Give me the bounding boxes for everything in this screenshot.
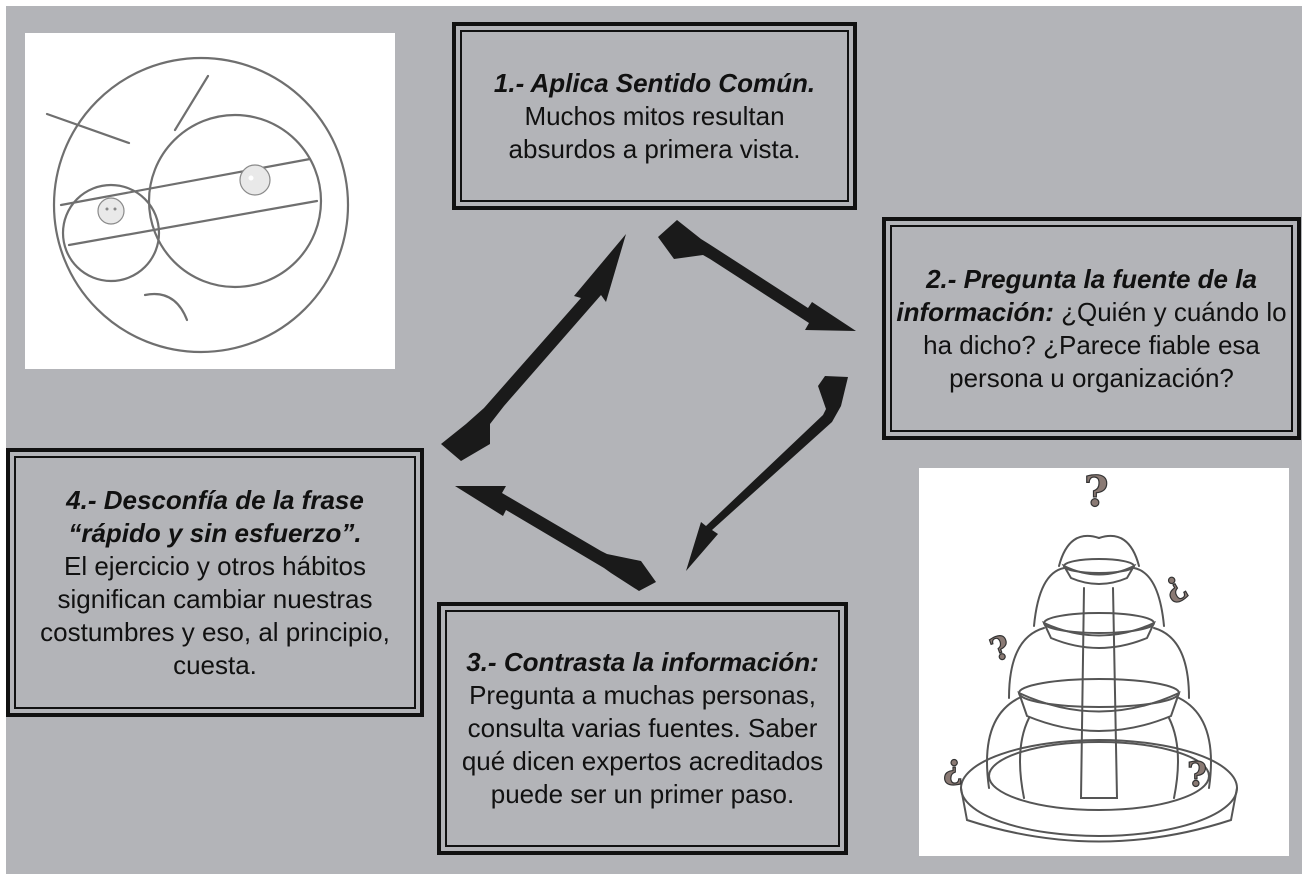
step-2-box: 2.- Pregunta la fuente de la información… (882, 217, 1301, 440)
step-2-text: ¿Quién y cuándo lo ha dicho? ¿Parece fia… (923, 296, 1287, 393)
arrow-step1-to-step2 (658, 220, 856, 331)
arrow-step3-to-step4 (455, 486, 656, 591)
step-3-title: 3.- Contrasta la información: (466, 647, 819, 677)
step-1-title: 1.- Aplica Sentido Común. (493, 67, 816, 98)
arrow-step2-to-step3 (686, 376, 848, 571)
fountain-illustration: ? ? ? ? ? (919, 468, 1289, 856)
angry-face-illustration (25, 33, 395, 369)
svg-text:?: ? (943, 751, 963, 791)
cycle-arrows (441, 220, 856, 591)
step-4-title: 4.- Desconfía de la frase “rápido y sin … (66, 484, 364, 548)
step-4-box: 4.- Desconfía de la frase “rápido y sin … (6, 448, 424, 717)
step-3-box: 3.- Contrasta la información: Pregunta a… (437, 602, 848, 855)
step-2-title: 2.- Pregunta la fuente de la información… (896, 263, 1257, 327)
step-1-box: 1.- Aplica Sentido Común. Muchos mitos r… (452, 22, 857, 210)
step-3-text: Pregunta a muchas personas, consulta var… (461, 680, 824, 809)
svg-text:?: ? (1187, 755, 1207, 795)
svg-text:?: ? (1084, 468, 1109, 516)
step-4-text: El ejercicio y otros hábitos significan … (40, 550, 390, 680)
step-1-text: Muchos mitos resultan absurdos a primera… (508, 100, 801, 164)
diagram-canvas: ? ? ? ? ? (6, 6, 1302, 874)
arrow-step4-to-step1 (441, 234, 626, 461)
